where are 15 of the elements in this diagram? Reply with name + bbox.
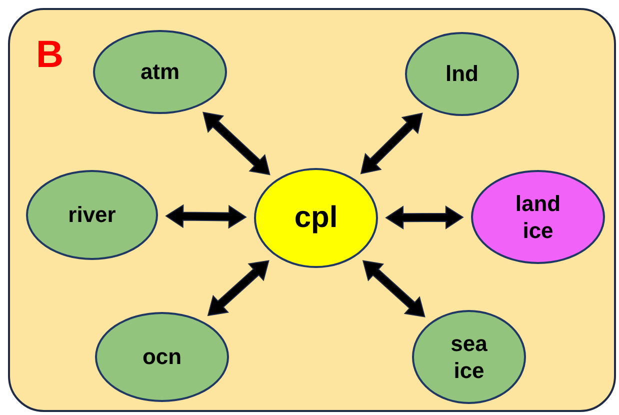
ellipse-label: river: [68, 201, 116, 229]
ellipse-label: land ice: [514, 190, 562, 244]
double-arrow: [385, 205, 464, 230]
double-arrow: [165, 204, 247, 229]
ellipse-label: atm: [140, 58, 180, 86]
double-arrow: [202, 112, 270, 176]
ellipse-label: cpl: [294, 200, 338, 236]
double-arrow: [360, 112, 423, 174]
double-arrow: [207, 260, 270, 316]
double-arrow: [362, 260, 426, 318]
ellipse-label: sea ice: [450, 330, 488, 384]
panel-letter: B: [36, 36, 64, 74]
ellipse-label: ocn: [142, 343, 182, 371]
ellipse-label: lnd: [446, 60, 478, 88]
panel-background: [8, 8, 616, 412]
